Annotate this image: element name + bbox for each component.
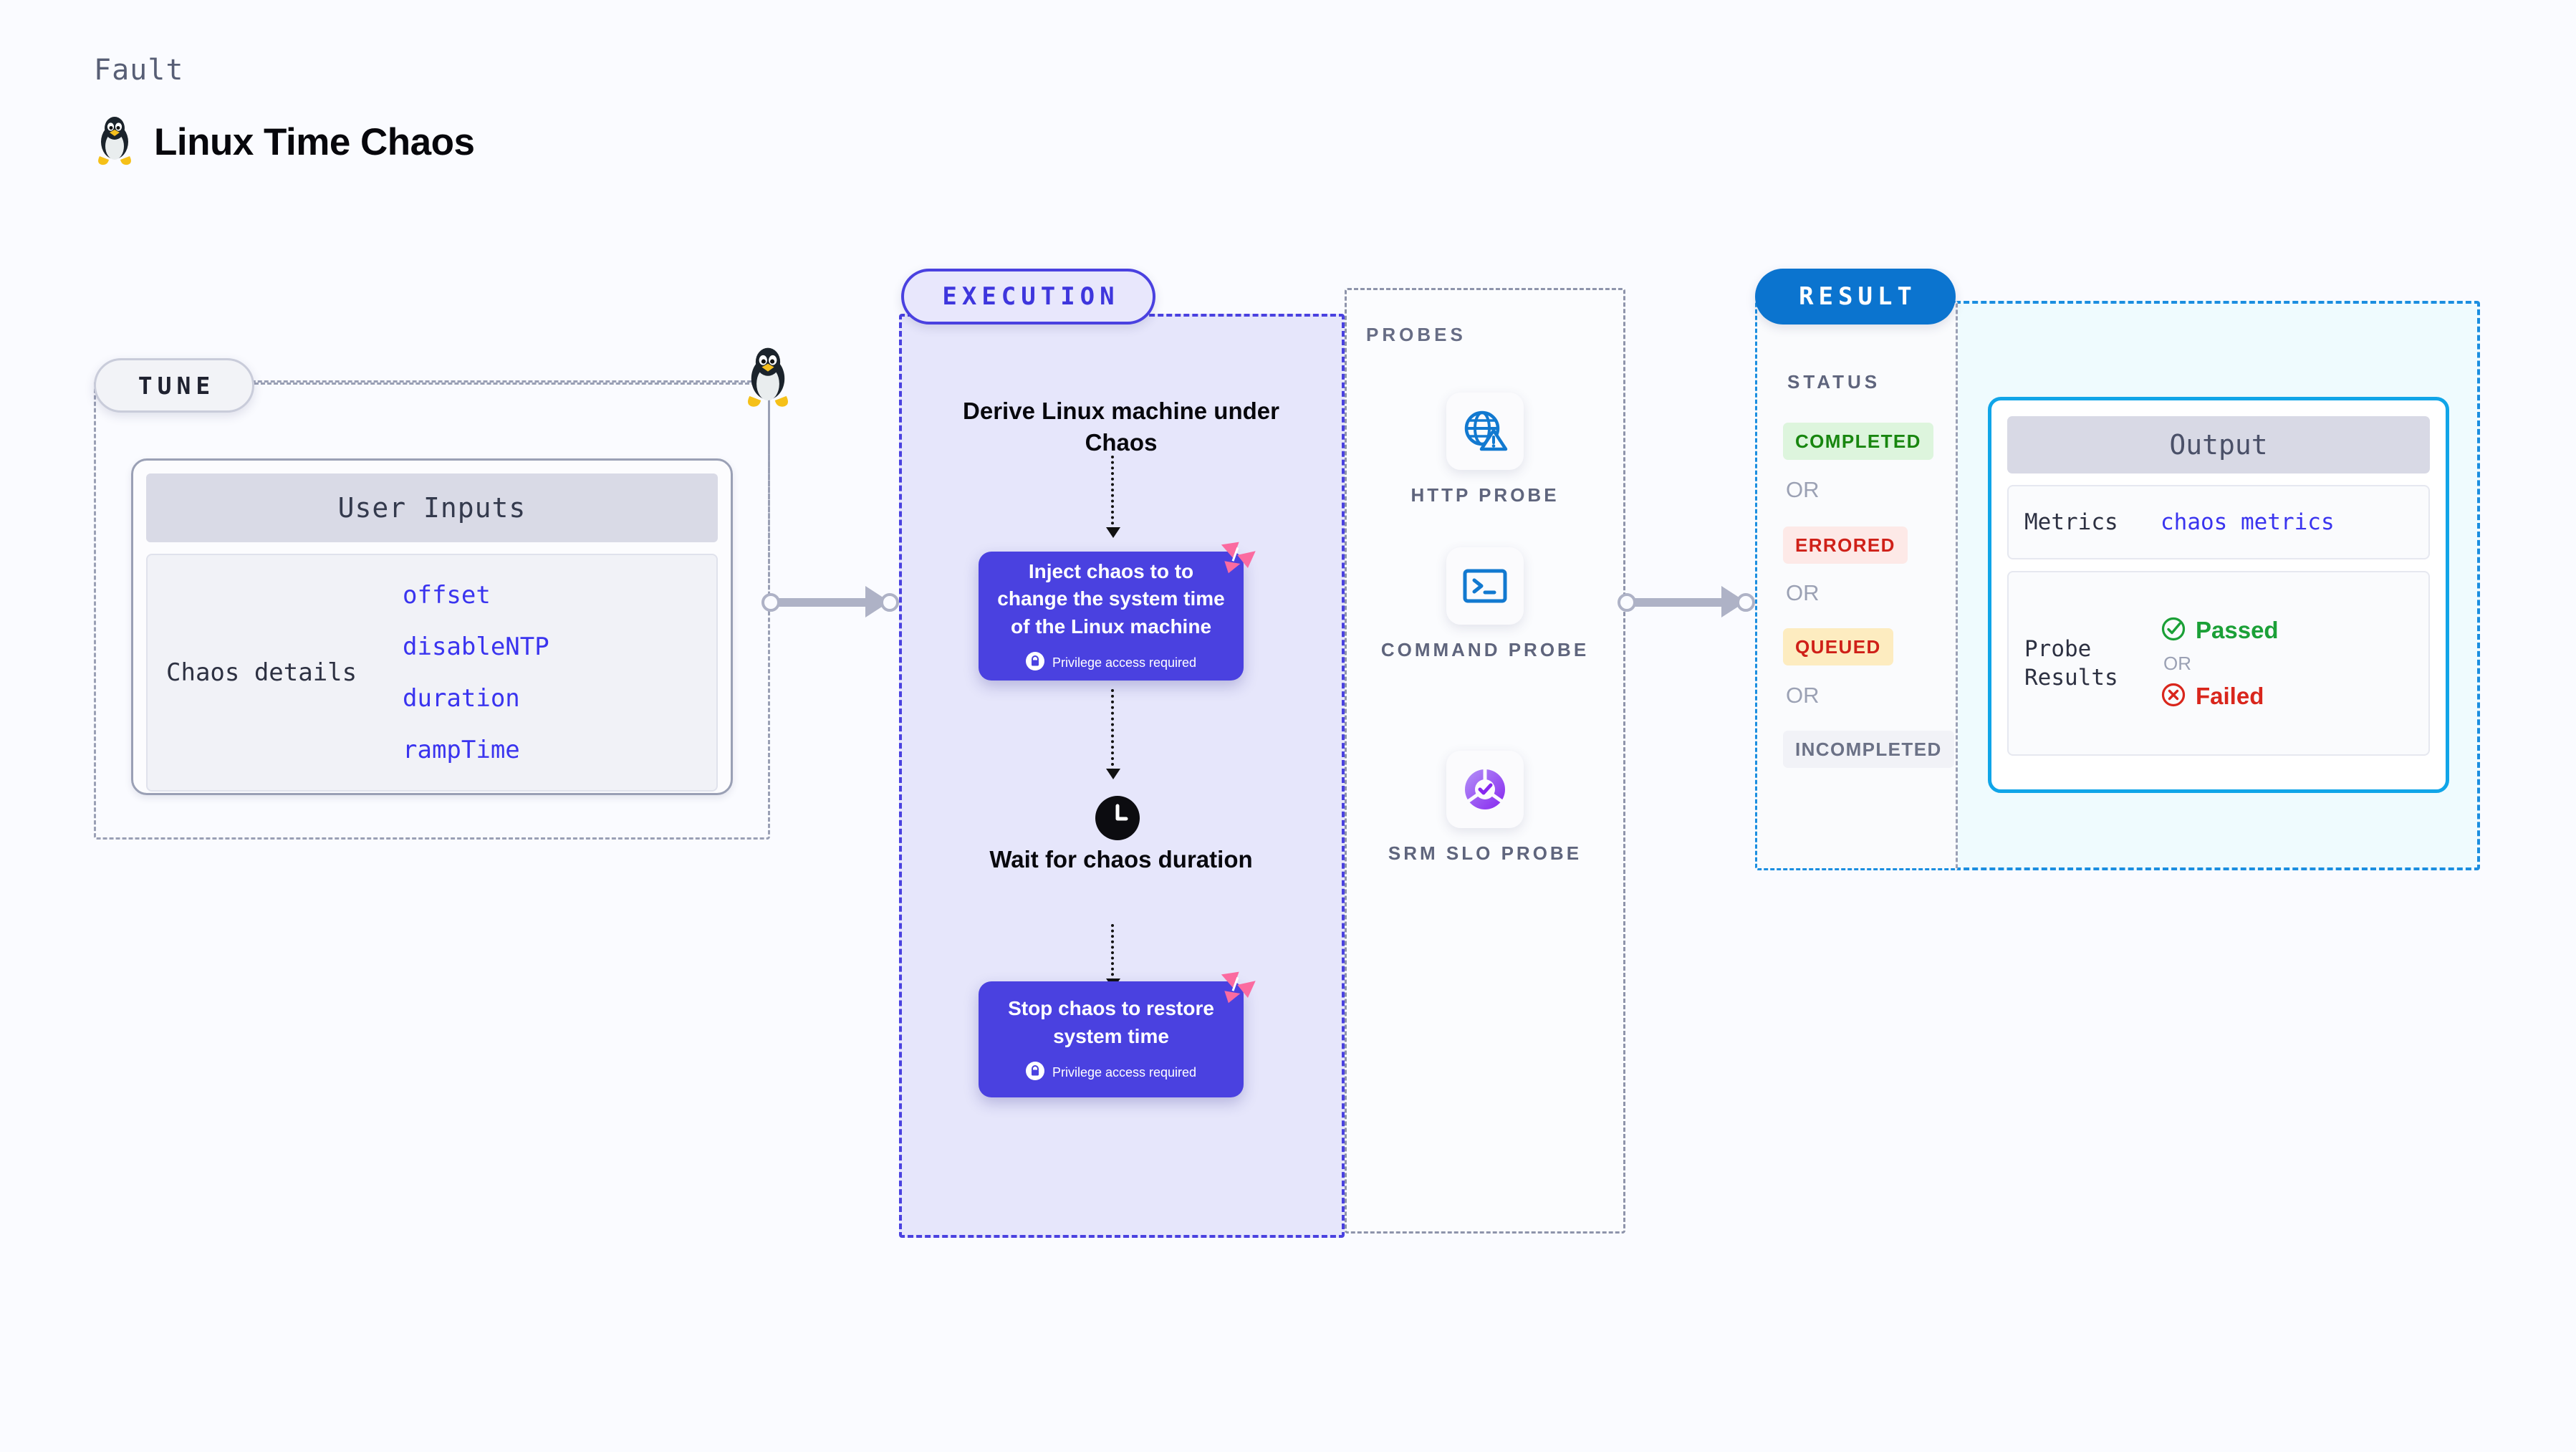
flow-arrow-2 bbox=[1111, 689, 1114, 771]
user-inputs-title: User Inputs bbox=[146, 473, 718, 542]
fault-kicker-label: Fault bbox=[94, 54, 184, 87]
stop-chaos-card[interactable]: Stop chaos to restore system time Privil… bbox=[979, 971, 1256, 1097]
privilege-text: Privilege access required bbox=[1052, 655, 1197, 670]
probes-section-label: PROBES bbox=[1366, 324, 1466, 345]
probe-result-passed: Passed bbox=[2161, 616, 2279, 645]
chaos-param-ramptime[interactable]: rampTime bbox=[403, 736, 520, 764]
result-status-panel bbox=[1755, 301, 1958, 870]
chaos-param-offset[interactable]: offset bbox=[403, 581, 491, 610]
x-circle-icon bbox=[2161, 682, 2186, 711]
output-card: Output Metrics chaos metrics Probe Resul… bbox=[1988, 397, 2449, 793]
probe-results-or: OR bbox=[2163, 652, 2191, 674]
flow-arrow-3 bbox=[1111, 924, 1114, 981]
status-badge-errored: ERRORED bbox=[1783, 527, 1908, 564]
stop-chaos-text: Stop chaos to restore system time bbox=[1008, 997, 1214, 1047]
chaos-params-list: offset disableNTP duration rampTime bbox=[403, 581, 549, 764]
flow-arrow-2-head bbox=[1106, 769, 1120, 779]
inject-chaos-text: Inject chaos to to change the system tim… bbox=[997, 560, 1225, 638]
status-or-1: OR bbox=[1786, 477, 1820, 502]
lock-icon bbox=[1025, 1061, 1044, 1084]
user-inputs-card: User Inputs Chaos details offset disable… bbox=[131, 458, 733, 795]
chaos-corner-icon bbox=[1209, 532, 1261, 583]
status-badge-completed: COMPLETED bbox=[1783, 423, 1933, 460]
probe-item-http[interactable]: HTTP PROBE bbox=[1345, 393, 1625, 508]
chaos-param-duration[interactable]: duration bbox=[403, 684, 520, 713]
check-circle-icon bbox=[2161, 616, 2186, 645]
status-badge-queued: QUEUED bbox=[1783, 628, 1893, 665]
privilege-row: Privilege access required bbox=[1025, 651, 1197, 674]
metrics-value[interactable]: chaos metrics bbox=[2161, 509, 2335, 535]
execution-step-title: Derive Linux machine under Chaos bbox=[963, 398, 1279, 456]
chaos-details-box: Chaos details offset disableNTP duration… bbox=[146, 554, 718, 792]
metrics-row: Metrics chaos metrics bbox=[2007, 485, 2430, 559]
probe-item-command[interactable]: COMMAND PROBE bbox=[1345, 547, 1625, 663]
metrics-label: Metrics bbox=[2024, 509, 2118, 535]
connector-tune-to-execution bbox=[761, 586, 908, 617]
tune-connector-line bbox=[254, 383, 756, 385]
privilege-text: Privilege access required bbox=[1052, 1064, 1197, 1080]
status-or-3: OR bbox=[1786, 683, 1820, 708]
tune-connector-vertical bbox=[768, 383, 770, 615]
probe-label-srm-slo: SRM SLO PROBE bbox=[1388, 842, 1582, 864]
execution-pill-label: EXECUTION bbox=[901, 269, 1155, 324]
chaos-corner-icon bbox=[1209, 961, 1261, 1013]
terminal-icon bbox=[1446, 547, 1524, 625]
flow-arrow-1-head bbox=[1106, 527, 1120, 538]
status-or-2: OR bbox=[1786, 580, 1820, 605]
probe-label-http: HTTP PROBE bbox=[1410, 484, 1559, 506]
connector-probes-to-result bbox=[1618, 586, 1764, 617]
passed-label: Passed bbox=[2196, 617, 2279, 643]
probe-result-failed: Failed bbox=[2161, 682, 2279, 711]
status-section-label: STATUS bbox=[1787, 371, 1881, 393]
probe-results-label: Probe Results bbox=[2024, 635, 2118, 691]
result-pill-label: RESULT bbox=[1755, 269, 1956, 324]
probe-results-values: Passed OR Failed bbox=[2161, 616, 2279, 711]
chaos-details-label: Chaos details bbox=[166, 658, 357, 687]
linux-tux-icon bbox=[741, 345, 794, 412]
probe-item-srm-slo[interactable]: SRM SLO PROBE bbox=[1345, 751, 1625, 866]
page-title-row: Linux Time Chaos bbox=[94, 115, 475, 170]
failed-label: Failed bbox=[2196, 683, 2264, 709]
lock-icon bbox=[1025, 651, 1044, 674]
chaos-param-disablentp[interactable]: disableNTP bbox=[403, 633, 549, 661]
linux-tux-icon bbox=[94, 115, 135, 170]
probe-results-row: Probe Results Passed OR bbox=[2007, 571, 2430, 756]
status-badge-incompleted: INCOMPLETED bbox=[1783, 731, 1954, 768]
probe-label-command: COMMAND PROBE bbox=[1380, 639, 1590, 660]
inject-chaos-card[interactable]: Inject chaos to to change the system tim… bbox=[979, 542, 1256, 681]
wait-step-title: Wait for chaos duration bbox=[989, 846, 1253, 872]
globe-warning-icon bbox=[1446, 393, 1524, 470]
slo-gauge-check-icon bbox=[1446, 751, 1524, 828]
privilege-row: Privilege access required bbox=[1025, 1061, 1197, 1084]
page-title: Linux Time Chaos bbox=[154, 121, 475, 163]
flow-arrow-1 bbox=[1111, 456, 1114, 530]
output-title: Output bbox=[2007, 416, 2430, 473]
tune-pill-label: TUNE bbox=[94, 358, 254, 413]
clock-icon bbox=[1095, 796, 1140, 844]
